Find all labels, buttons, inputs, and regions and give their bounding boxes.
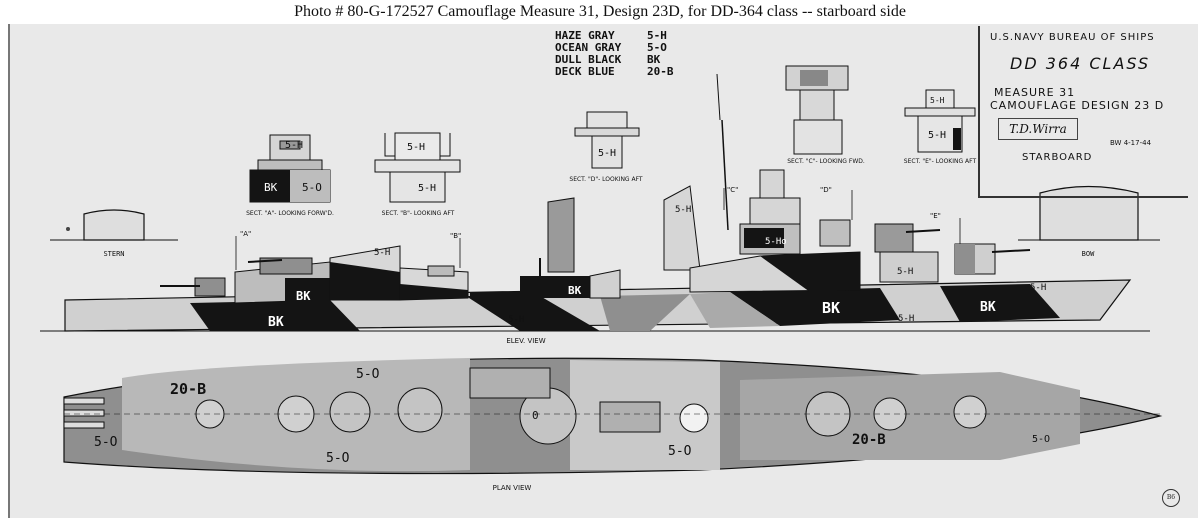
section-d-code: 5-H: [598, 148, 616, 159]
elev-code-5h-bow: 5-H: [898, 314, 914, 324]
title-block: U.S.NAVY BUREAU OF SHIPS DD 364 CLASS ME…: [978, 26, 1188, 198]
plan-code-5o-top: 5-O: [356, 367, 380, 382]
plan-code-zero: 0: [532, 409, 539, 422]
marker-d: "D": [820, 186, 832, 194]
section-b-view: 5-H 5-H SECT. "B"- LOOKING AFT: [374, 132, 461, 217]
title-block-ship-class: DD 364 CLASS: [1010, 54, 1151, 73]
elev-code-bk-2: BK: [296, 289, 311, 303]
plan-code-5o-mid: 5-O: [668, 444, 692, 459]
elev-view-label: ELEV. VIEW: [506, 337, 545, 345]
elev-code-bk-4: BK: [822, 299, 840, 317]
section-e-view: 5-H 5-H SECT. "E"- LOOKING AFT: [904, 89, 977, 165]
elev-code-bk-3: BK: [568, 284, 582, 297]
section-d-view: 5-H SECT. "D"- LOOKING AFT: [569, 111, 643, 183]
section-c-view: SECT. "C"- LOOKING FWD.: [785, 65, 865, 165]
legend-name: OCEAN GRAY: [555, 41, 622, 54]
title-block-date: BW 4-17-44: [1110, 139, 1152, 147]
plan-code-5o-aft: 5-O: [326, 451, 350, 466]
stern-label: STERN: [103, 250, 124, 258]
legend-row: DECK BLUE 20-B: [555, 66, 674, 78]
section-e-code-top: 5-H: [930, 96, 945, 105]
legend-name: DECK BLUE: [555, 65, 615, 78]
plan-code-20b-aft: 20-B: [170, 380, 206, 398]
elev-code-5ho: 5-Ho: [765, 237, 787, 247]
elevation-view: BK BK BK BK BK 5-H 5-H 5-H 5-H 5-H 5-Ho …: [40, 73, 1150, 345]
legend-name: HAZE GRAY: [555, 29, 615, 42]
section-a-code-ocean: 5-O: [302, 181, 322, 194]
plan-code-5o-bow: 5-O: [1032, 434, 1050, 445]
section-e-code-bottom: 5-H: [928, 130, 946, 141]
section-a-code-black: BK: [264, 181, 278, 194]
elev-code-bk-5: BK: [980, 300, 996, 315]
marker-c: "C": [727, 186, 738, 194]
legend-code: 5-H: [647, 29, 667, 42]
elev-code-5h-mast: 5-H: [675, 205, 691, 215]
legend-row: HAZE GRAY 5-H: [555, 30, 674, 42]
plan-view: 20-B 5-O 5-O 5-O 5-O 5-O 0 20-B PLAN VIE…: [63, 357, 1163, 492]
section-b-label: SECT. "B"- LOOKING AFT: [382, 210, 455, 217]
elev-code-5h-fore: 5-H: [1030, 283, 1046, 293]
title-block-side: STARBOARD: [1022, 152, 1093, 163]
legend-row: OCEAN GRAY 5-O: [555, 42, 674, 54]
legend-code: 5-O: [647, 41, 667, 54]
bow-end-view: BOW: [1018, 185, 1160, 258]
corner-stamp: B6: [1162, 489, 1180, 507]
marker-b: "B": [450, 232, 461, 240]
photo-caption: Photo # 80-G-172527 Camouflage Measure 3…: [294, 3, 906, 20]
elev-code-5h-hull: 5-H: [508, 315, 524, 325]
bow-label: BOW: [1082, 250, 1095, 258]
section-e-label: SECT. "E"- LOOKING AFT: [904, 158, 977, 165]
section-c-label: SECT. "C"- LOOKING FWD.: [787, 158, 865, 165]
section-a-code-top: 5-H: [285, 140, 303, 151]
elev-code-bk-1: BK: [268, 315, 284, 330]
plan-code-5o-stern: 5-O: [94, 435, 118, 450]
stern-end-view: STERN: [50, 209, 178, 258]
marker-a: "A": [240, 230, 251, 238]
title-block-measure: MEASURE 31: [994, 86, 1076, 99]
section-a-view: 5-H BK 5-O SECT. "A"- LOOKING FORW'D.: [246, 134, 334, 217]
section-b-code-top: 5-H: [407, 142, 425, 153]
section-a-label: SECT. "A"- LOOKING FORW'D.: [246, 210, 334, 217]
plan-view-label: PLAN VIEW: [493, 484, 532, 492]
elev-code-5h-gun: 5-H: [897, 267, 913, 277]
title-block-design: CAMOUFLAGE DESIGN 23 D: [990, 99, 1165, 112]
plan-code-20b-fwd: 20-B: [852, 432, 886, 448]
title-block-agency: U.S.NAVY BUREAU OF SHIPS: [990, 32, 1155, 43]
title-block-signature: T.D.Wirra: [998, 118, 1078, 140]
section-d-label: SECT. "D"- LOOKING AFT: [569, 176, 643, 183]
legend-row: DULL BLACK BK: [555, 54, 674, 66]
legend-code: BK: [647, 53, 661, 66]
legend-name: DULL BLACK: [555, 53, 622, 66]
marker-e: "E": [930, 212, 941, 220]
section-b-code-bottom: 5-H: [418, 183, 436, 194]
elev-code-5h-aft: 5-H: [374, 248, 390, 258]
legend-code: 20-B: [647, 65, 674, 78]
